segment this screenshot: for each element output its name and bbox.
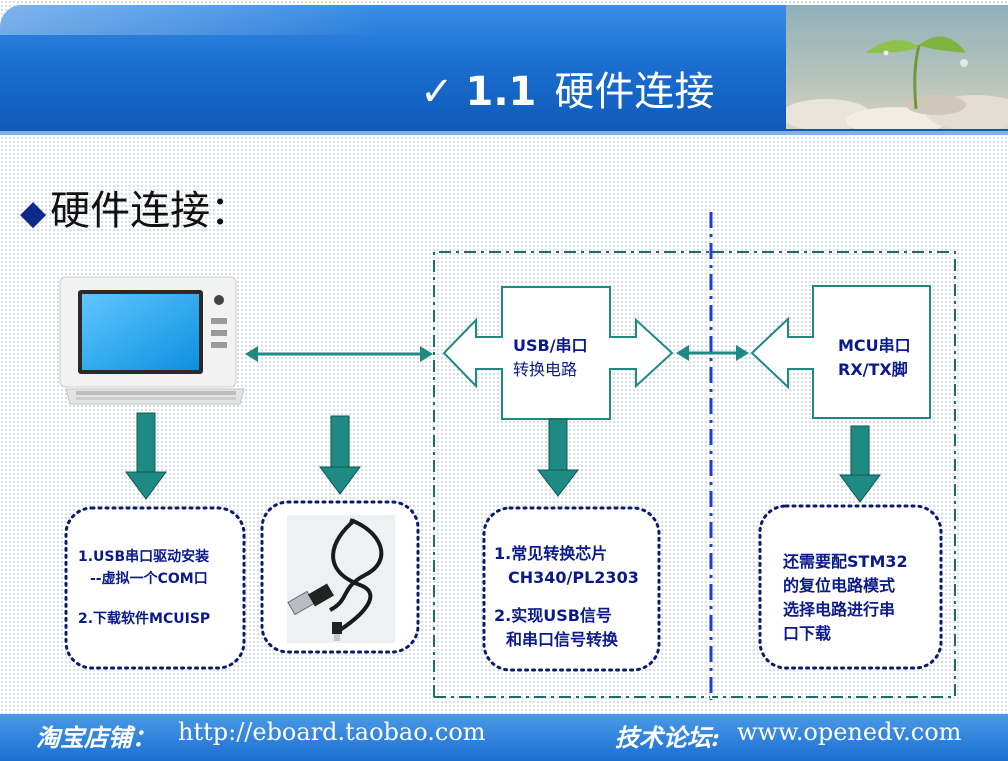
laptop-icon bbox=[59, 276, 245, 405]
usb-converter-label-line1: USB/串口 bbox=[513, 336, 588, 355]
chip-note-item2: 2.实现USB信号 bbox=[494, 606, 612, 625]
down-arrow-laptop bbox=[125, 412, 167, 500]
seedling-photo bbox=[786, 5, 1008, 129]
pc-note-frame bbox=[64, 506, 246, 670]
stm32-note-frame bbox=[758, 504, 943, 670]
usb-cable-icon bbox=[287, 515, 395, 643]
chip-note-item2-detail: 和串口信号转换 bbox=[506, 630, 619, 649]
check-icon: ✓ bbox=[420, 69, 454, 115]
stm32-note: 还需要配STM32 的复位电路模式 选择电路进行串 口下载 bbox=[783, 550, 908, 646]
section-heading: ◆硬件连接： bbox=[20, 178, 250, 236]
down-arrow-converter bbox=[536, 418, 580, 497]
mcu-label: MCU串口 RX/TX脚 bbox=[838, 334, 911, 382]
title-underline bbox=[0, 131, 1008, 135]
pc-note: 1.USB串口驱动安装 --虚拟一个COM口 2.下载软件MCUISP bbox=[78, 546, 210, 630]
forum-label: 技术论坛: bbox=[615, 723, 720, 752]
banner-highlight bbox=[0, 5, 380, 35]
converter-to-mcu-double-arrow bbox=[676, 345, 749, 361]
stm32-note-line4: 口下载 bbox=[783, 624, 832, 643]
section-title: 硬件连接 bbox=[554, 69, 715, 115]
stm32-note-line1: 还需要配STM32 bbox=[783, 552, 908, 571]
diamond-bullet-icon: ◆ bbox=[20, 193, 47, 233]
mcu-label-line1: MCU串口 bbox=[838, 336, 911, 355]
section-number: 1.1 bbox=[465, 69, 537, 115]
usb-converter-label: USB/串口 转换电路 bbox=[513, 334, 588, 382]
down-arrow-mcu bbox=[839, 425, 881, 503]
chip-note-item1-detail: CH340/PL2303 bbox=[508, 568, 639, 587]
heading-text: 硬件连接： bbox=[50, 188, 251, 234]
shop-url[interactable]: http://eboard.taobao.com bbox=[178, 718, 486, 746]
pc-note-item1: 1.USB串口驱动安装 bbox=[78, 549, 210, 565]
pc-note-item2: 2.下载软件MCUISP bbox=[78, 611, 211, 627]
footer-bar: 淘宝店铺： http://eboard.taobao.com 技术论坛: www… bbox=[0, 714, 1008, 761]
down-arrow-cable bbox=[319, 415, 361, 495]
shop-label: 淘宝店铺： bbox=[36, 723, 156, 752]
pc-note-item1-detail: --虚拟一个COM口 bbox=[90, 571, 208, 587]
chip-note-frame bbox=[482, 506, 661, 672]
mcu-block bbox=[750, 285, 931, 419]
usb-converter-block bbox=[442, 286, 674, 420]
stm32-note-line2: 的复位电路模式 bbox=[783, 576, 896, 595]
chip-note: 1.常见转换芯片 CH340/PL2303 2.实现USB信号 和串口信号转换 bbox=[494, 542, 639, 652]
stm32-note-line3: 选择电路进行串 bbox=[783, 600, 896, 619]
slide-title: ✓1.1 硬件连接 bbox=[420, 62, 714, 122]
usb-converter-label-line2: 转换电路 bbox=[513, 360, 578, 379]
chip-note-item1: 1.常见转换芯片 bbox=[494, 544, 608, 563]
converter-region-frame bbox=[433, 251, 710, 698]
forum-url[interactable]: www.openedv.com bbox=[737, 718, 962, 746]
pc-to-converter-double-arrow bbox=[245, 346, 433, 362]
mcu-label-line2: RX/TX脚 bbox=[838, 360, 908, 379]
mcu-region-frame bbox=[712, 251, 956, 698]
